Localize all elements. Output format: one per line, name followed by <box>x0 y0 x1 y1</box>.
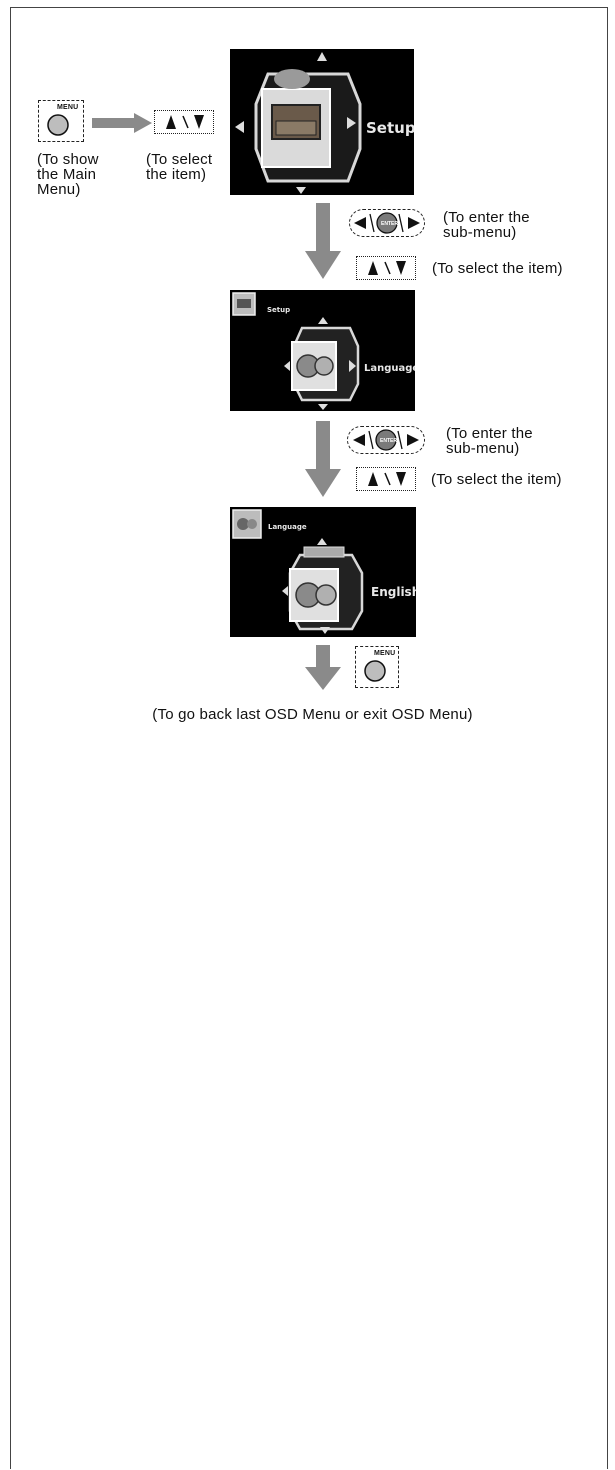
down-arrow-icon-2 <box>305 421 341 497</box>
osd-screen-setup: Setup <box>230 49 414 195</box>
up-down-select-button-2[interactable] <box>356 256 416 280</box>
page-frame <box>10 7 608 1469</box>
down-arrow-icon-1 <box>305 203 341 279</box>
right-arrow-icon <box>92 113 152 133</box>
select-caption-3: (To select the item) <box>431 471 562 488</box>
osd-screen-language: Setup Language <box>230 290 415 411</box>
up-down-select-button-3[interactable] <box>356 467 416 491</box>
language-corner-label: Language <box>268 523 307 531</box>
select-caption-2: (To select the item) <box>432 260 563 277</box>
back-caption: (To go back last OSD Menu or exit OSD Me… <box>152 706 473 723</box>
menu-button-box[interactable]: MENU <box>38 100 84 142</box>
menu-button-icon <box>47 114 69 136</box>
language-screen-label: Language <box>364 363 415 374</box>
up-down-arrows-icon <box>368 261 406 275</box>
left-enter-right-icon <box>354 212 420 234</box>
menu-button-box-2[interactable]: MENU <box>355 646 399 688</box>
select-caption-1: (To select the item) <box>146 151 213 183</box>
setup-screen-label: Setup <box>366 119 414 137</box>
english-cube-icon <box>232 509 364 634</box>
enter-caption-1: (To enter the sub-menu) <box>443 209 530 241</box>
down-arrow-icon-3 <box>305 645 341 690</box>
osd-screen-english: Language English <box>230 507 416 637</box>
up-down-arrows-icon <box>166 115 204 129</box>
setup-cube-icon <box>235 52 362 194</box>
enter-label: ENTER <box>381 221 398 227</box>
left-enter-right-button-2[interactable]: ENTER <box>347 426 425 454</box>
left-enter-right-button[interactable]: ENTER <box>349 209 425 237</box>
menu-button-icon <box>364 660 386 682</box>
menu-label-2: MENU <box>374 650 396 657</box>
menu-label: MENU <box>57 104 79 111</box>
up-down-select-button[interactable] <box>154 110 214 134</box>
left-enter-right-icon <box>353 429 419 451</box>
enter-label-2: ENTER <box>380 438 397 444</box>
english-screen-label: English <box>371 585 416 599</box>
language-cube-icon <box>232 292 360 410</box>
enter-caption-2: (To enter the sub-menu) <box>446 425 533 457</box>
menu-caption: (To show the Main Menu) <box>37 151 99 198</box>
up-down-arrows-icon <box>368 472 406 486</box>
setup-corner-label: Setup <box>267 306 291 314</box>
